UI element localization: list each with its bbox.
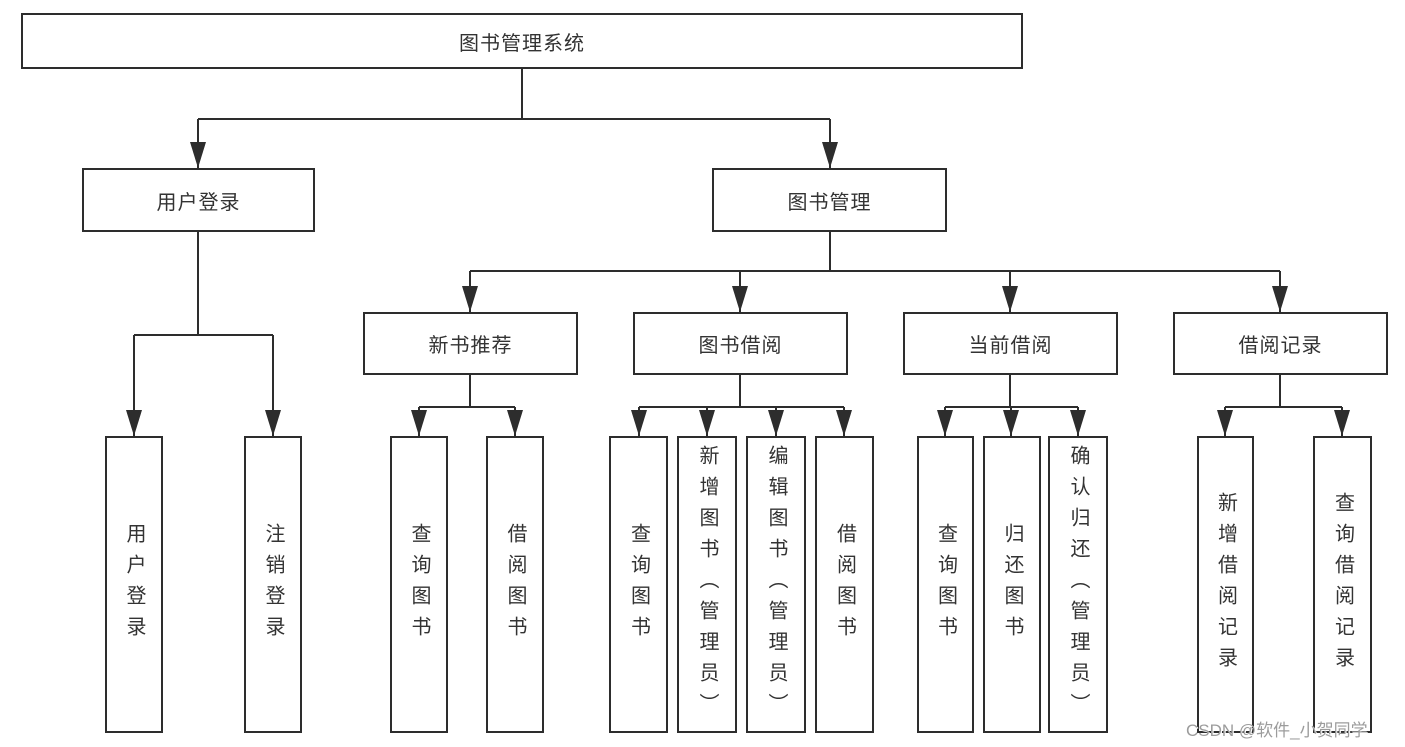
leaf-borrow-query-books-label: 查询图书 (627, 522, 650, 647)
leaf-logout-label: 注销登录 (262, 522, 284, 647)
node-book-borrow: 图书借阅 (633, 312, 848, 375)
leaf-edit-book-admin: 编辑图书（管理员） (746, 436, 806, 733)
leaf-logout: 注销登录 (244, 436, 302, 733)
leaf-recommend-borrow-books: 借阅图书 (486, 436, 544, 733)
node-new-book-recommend-label: 新书推荐 (428, 335, 513, 357)
leaf-current-query-books-label: 查询图书 (934, 522, 957, 647)
leaf-confirm-return-admin-label: 确认归还（管理员） (1067, 445, 1089, 724)
node-user-login-label: 用户登录 (156, 191, 241, 214)
leaf-current-query-books: 查询图书 (917, 436, 974, 733)
leaf-add-book-admin-label: 新增图书（管理员） (696, 445, 718, 724)
node-borrow-records: 借阅记录 (1173, 312, 1388, 375)
node-borrow-records-label: 借阅记录 (1238, 335, 1323, 357)
leaf-edit-book-admin-label: 编辑图书（管理员） (765, 445, 787, 724)
node-book-borrow-label: 图书借阅 (698, 335, 783, 357)
node-library-system-label: 图书管理系统 (459, 32, 585, 55)
node-current-borrow: 当前借阅 (903, 312, 1118, 375)
node-book-management-label: 图书管理 (787, 191, 872, 214)
node-current-borrow-label: 当前借阅 (968, 335, 1053, 357)
leaf-add-book-admin: 新增图书（管理员） (677, 436, 737, 733)
node-library-system: 图书管理系统 (21, 13, 1023, 69)
leaf-recommend-query-books-label: 查询图书 (408, 522, 430, 647)
csdn-watermark: CSDN @软件_小贺同学 (1186, 721, 1368, 740)
leaf-recommend-borrow-books-label: 借阅图书 (504, 522, 526, 647)
leaf-confirm-return-admin: 确认归还（管理员） (1048, 436, 1108, 733)
leaf-recommend-query-books: 查询图书 (390, 436, 448, 733)
leaf-return-book: 归还图书 (983, 436, 1041, 733)
node-book-management: 图书管理 (712, 168, 947, 232)
node-user-login: 用户登录 (82, 168, 315, 232)
leaf-borrow-borrow-books: 借阅图书 (815, 436, 874, 733)
leaf-borrow-borrow-books-label: 借阅图书 (833, 522, 856, 647)
leaf-add-borrow-record: 新增借阅记录 (1197, 436, 1254, 733)
leaf-add-borrow-record-label: 新增借阅记录 (1214, 491, 1237, 678)
leaf-query-borrow-record: 查询借阅记录 (1313, 436, 1372, 733)
leaf-user-login: 用户登录 (105, 436, 163, 733)
node-new-book-recommend: 新书推荐 (363, 312, 578, 375)
leaf-borrow-query-books: 查询图书 (609, 436, 668, 733)
leaf-user-login-label: 用户登录 (123, 522, 145, 647)
leaf-return-book-label: 归还图书 (1001, 522, 1023, 647)
leaf-query-borrow-record-label: 查询借阅记录 (1331, 491, 1354, 678)
